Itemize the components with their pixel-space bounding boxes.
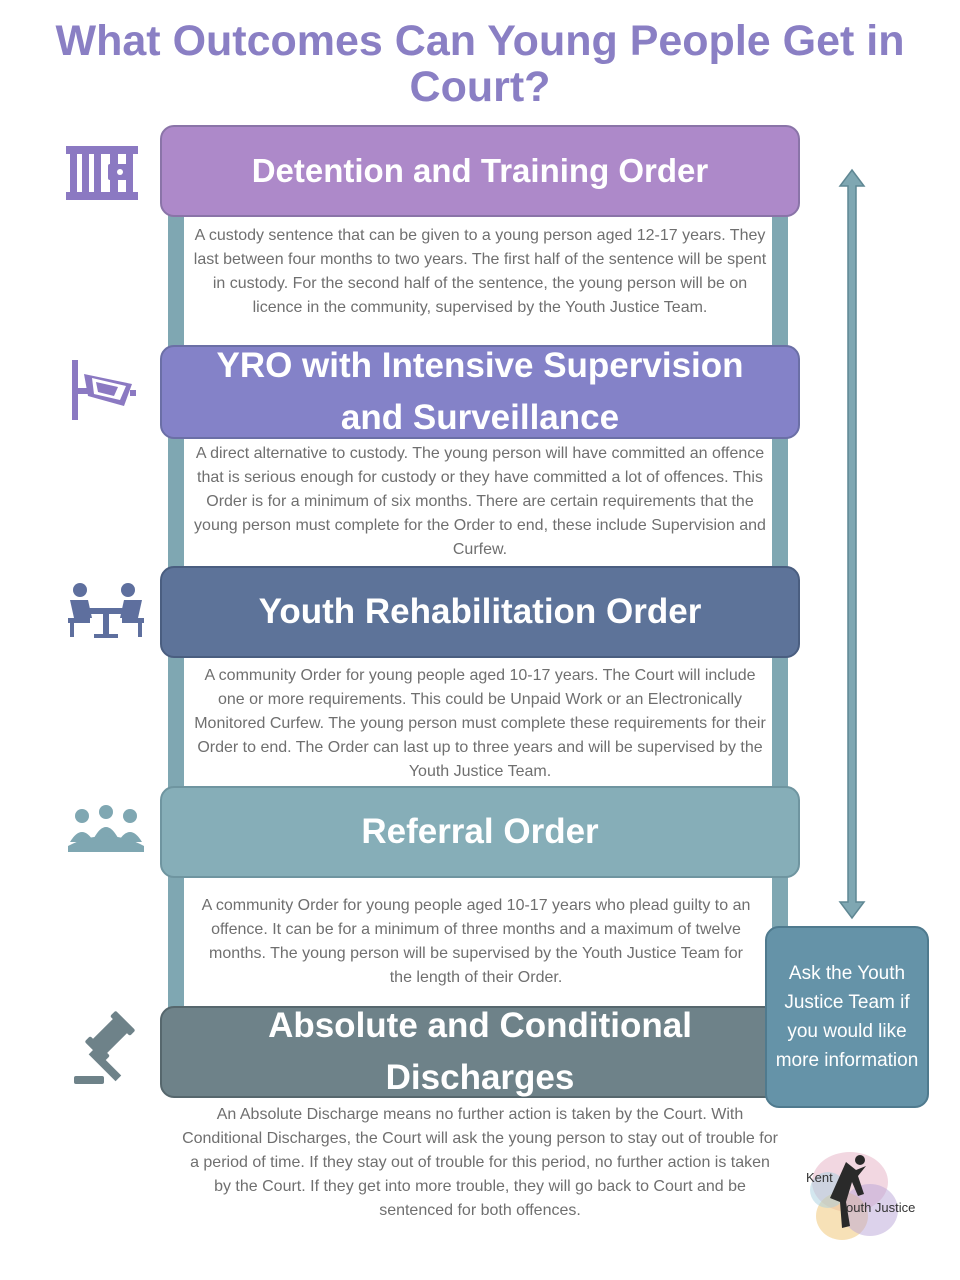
kent-youth-justice-logo: Kent outh Justice	[798, 1146, 938, 1252]
section-heading-referral: Referral Order	[160, 786, 800, 878]
section-description-detention: A custody sentence that can be given to …	[193, 227, 767, 316]
meeting-table-icon	[68, 583, 144, 638]
section-heading-detention: Detention and Training Order	[160, 125, 800, 217]
gavel-icon	[74, 1011, 135, 1084]
page-title: What Outcomes Can Young People Get in Co…	[55, 17, 905, 111]
ask-info-text: Ask the Youth Justice Team if you would …	[775, 963, 919, 1071]
section-description-discharges: An Absolute Discharge means no further a…	[182, 1106, 778, 1219]
cctv-camera-icon	[72, 360, 136, 420]
section-heading-yro: Youth Rehabilitation Order	[160, 566, 800, 658]
section-description-referral: A community Order for young people aged …	[201, 897, 751, 986]
ask-info-box: Ask the Youth Justice Team if you would …	[765, 926, 929, 1108]
double-arrow-icon	[838, 168, 866, 920]
section-heading-yro-iss: YRO with Intensive Supervision and Surve…	[160, 345, 800, 439]
panel-meeting-icon	[68, 805, 144, 852]
section-description-yro-iss: A direct alternative to custody. The you…	[194, 445, 766, 558]
logo-splash-graphic	[810, 1152, 898, 1240]
section-description-yro: A community Order for young people aged …	[194, 667, 766, 780]
logo-text-youth-justice: outh Justice	[846, 1200, 916, 1215]
logo-text-kent: Kent	[806, 1170, 833, 1185]
section-heading-discharges: Absolute and Conditional Discharges	[160, 1006, 800, 1098]
prison-bars-icon	[66, 146, 138, 200]
